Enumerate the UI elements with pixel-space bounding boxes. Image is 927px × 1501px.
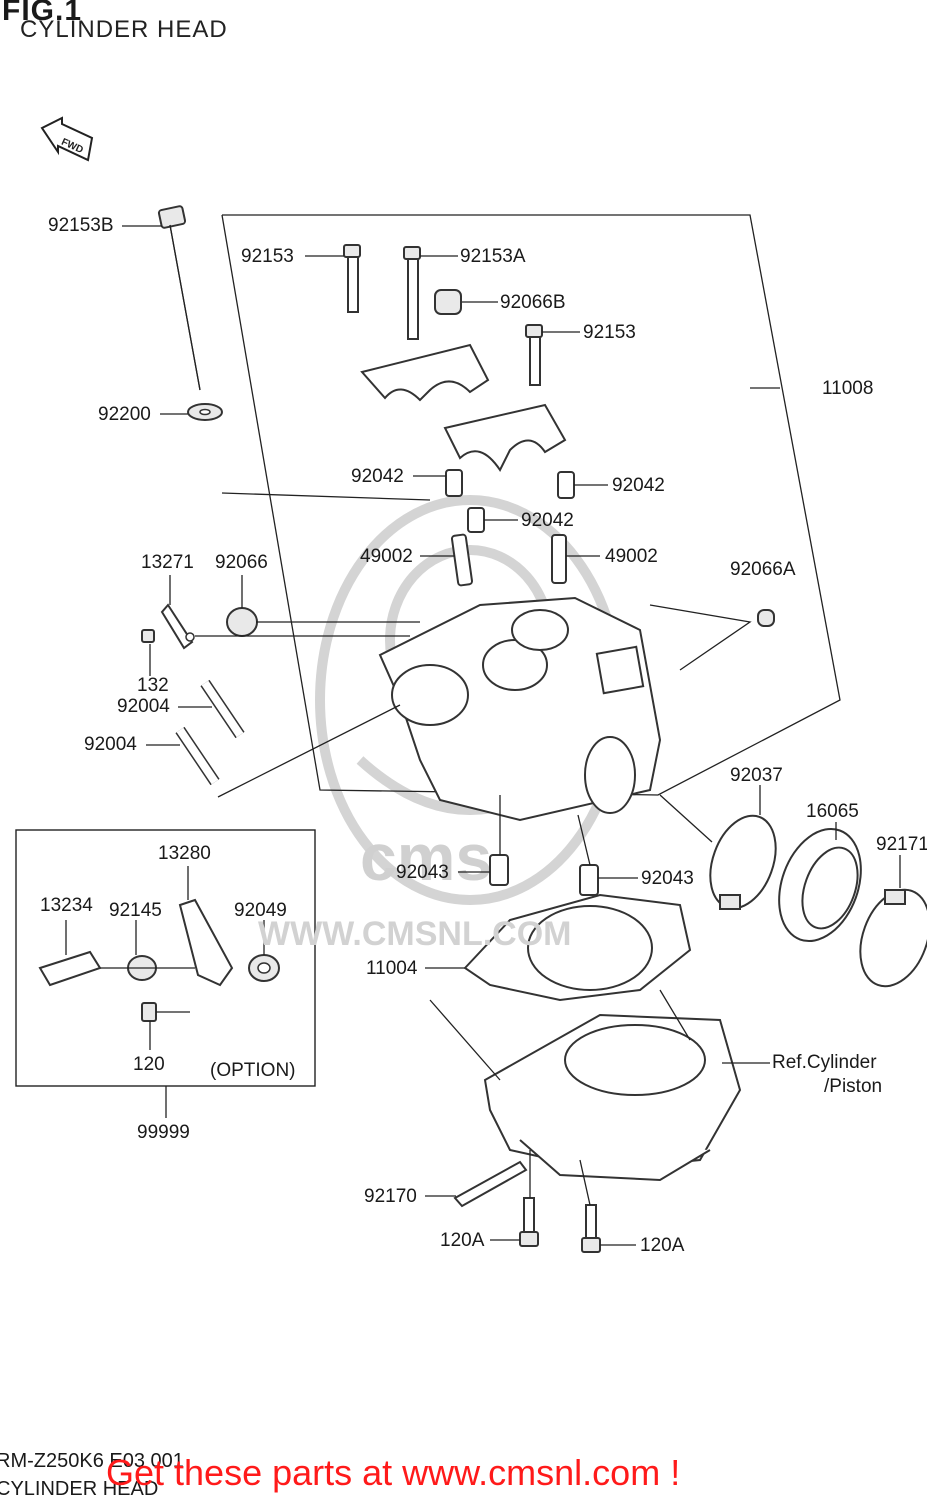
ref-cylinder-label: Ref.Cylinder [772,1052,877,1073]
clamp-92171 [859,888,927,988]
part-label-92171[interactable]: 92171 [876,834,927,855]
dowel-92043-b [579,864,599,896]
plate-13271 [160,603,194,650]
part-label-16065[interactable]: 16065 [806,801,859,822]
part-label-13234[interactable]: 13234 [40,895,93,916]
part-label-92043-left[interactable]: 92043 [396,862,449,883]
head-gasket-11004 [463,893,692,1002]
part-label-92066B[interactable]: 92066B [500,292,566,313]
valve-guide-49002-a [450,533,474,587]
part-label-120A-left[interactable]: 120A [440,1230,485,1251]
clamp-92037 [709,814,777,910]
part-label-11004[interactable]: 11004 [366,958,418,979]
bolt-92153B [157,205,201,391]
part-label-92153A[interactable]: 92153A [460,246,526,267]
assembly-outline-11008 [221,214,841,796]
promo-link[interactable]: Get these parts at www.cmsnl.com ! [106,1452,681,1493]
part-label-92042-right[interactable]: 92042 [612,475,665,496]
part-label-49002-right[interactable]: 49002 [605,546,658,567]
plug-92066A [757,609,775,627]
part-label-13271[interactable]: 13271 [141,552,194,573]
dowel-92042-a [445,469,463,497]
part-label-92170[interactable]: 92170 [364,1186,417,1207]
watermark-cms-text: cms [360,820,492,894]
part-label-92004-upper[interactable]: 92004 [117,696,170,717]
part-label-92042-left[interactable]: 92042 [351,466,404,487]
part-label-92043-right[interactable]: 92043 [641,868,694,889]
part-label-92200[interactable]: 92200 [98,404,151,425]
watermark-text: WWW.CMSNL.COM [258,915,572,953]
fwd-arrow-icon: FWD [40,116,94,162]
valve-guide-49002-b [551,534,567,584]
part-label-92004-lower[interactable]: 92004 [84,734,137,755]
plate-92170 [453,1160,528,1208]
footer-subtitle: CYLINDER HEAD [0,1478,159,1500]
part-label-92145[interactable]: 92145 [109,900,162,921]
figure-subtitle: CYLINDER HEAD [20,16,228,43]
bolt-132 [141,629,155,643]
watermark-logo: cms [315,495,625,905]
part-label-132[interactable]: 132 [137,675,169,696]
part-label-13280[interactable]: 13280 [158,843,211,864]
part-label-92042-center[interactable]: 92042 [521,510,574,531]
dowel-92042-b [557,471,575,499]
part-label-92037[interactable]: 92037 [730,765,783,786]
part-label-49002-left[interactable]: 49002 [360,546,413,567]
stud-92004-upper [200,679,245,739]
bolt-92153A [403,246,421,340]
part-label-99999[interactable]: 99999 [137,1122,190,1143]
cap-92066 [226,607,258,637]
part-label-92066A[interactable]: 92066A [730,559,796,580]
stud-92004-lower [175,726,220,786]
part-label-92153-right[interactable]: 92153 [583,322,636,343]
part-label-120[interactable]: 120 [133,1054,165,1075]
bolt-120A-left [519,1197,539,1247]
dowel-92042-c [467,507,485,533]
dowel-92043-a [489,854,509,886]
cam-cap-lower [443,403,567,472]
bolt-120A-right [581,1204,601,1253]
bolt-120 [141,1002,157,1022]
lever-13280 [178,898,234,987]
part-label-92049[interactable]: 92049 [234,900,287,921]
cylinder-reference [483,1013,742,1182]
diagram-code: RM-Z250K6 E03 001 [0,1450,184,1472]
part-label-120A-right[interactable]: 120A [640,1235,685,1256]
option-label: (OPTION) [210,1060,296,1081]
cam-cap-upper [360,343,490,402]
bolt-92153-right [525,324,543,386]
cylinder-head-body [378,596,662,822]
grommet-92066B [434,289,462,315]
part-label-92153[interactable]: 92153 [241,246,294,267]
bolt-92153-left [343,244,361,313]
part-label-11008[interactable]: 11008 [822,378,874,399]
fitting-13234 [38,950,102,987]
part-label-92153B[interactable]: 92153B [48,215,114,236]
figure-number: FIG.1 [2,0,83,27]
ref-piston-label: /Piston [824,1076,883,1097]
part-label-92066[interactable]: 92066 [215,552,268,573]
